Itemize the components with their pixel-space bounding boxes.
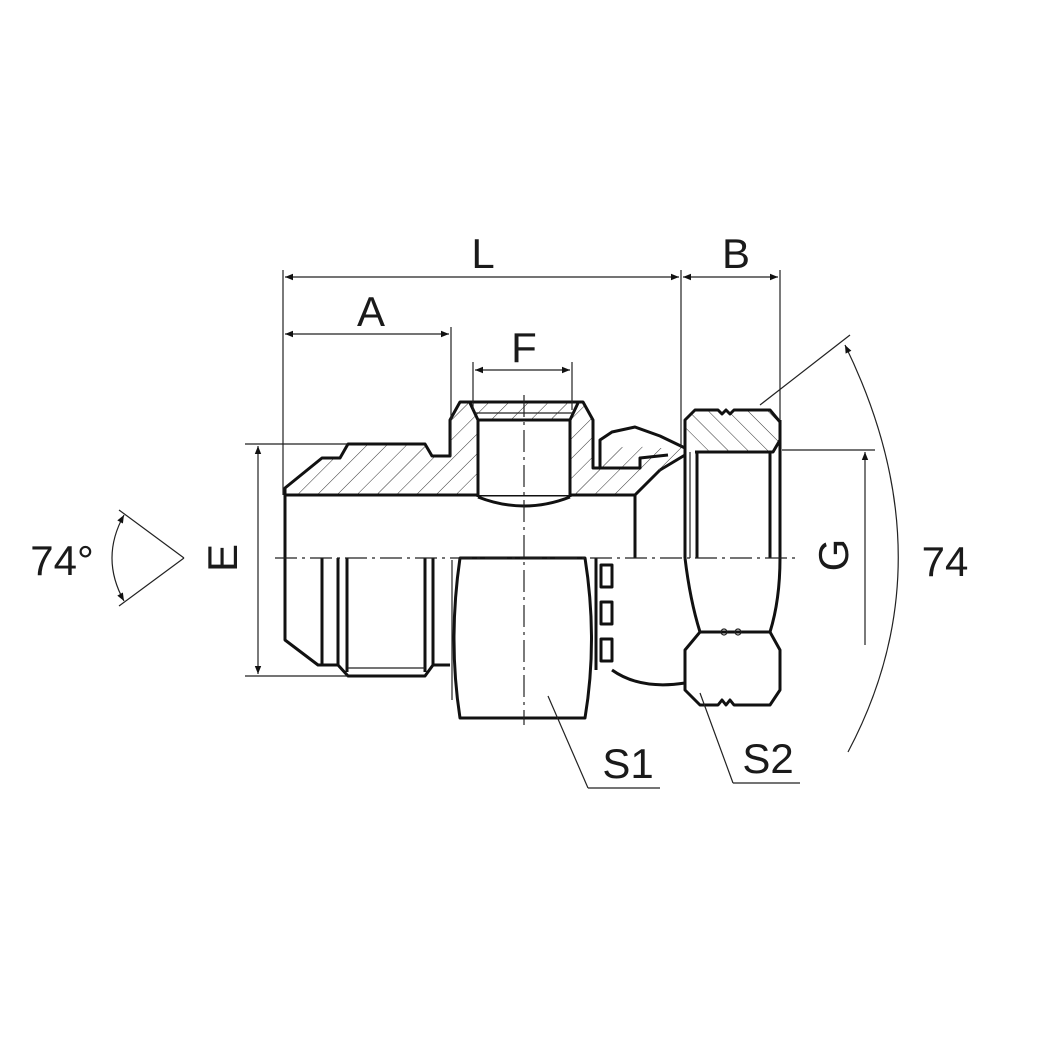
svg-text:L: L (471, 230, 494, 277)
flare-angle-74: 74° (30, 509, 185, 607)
dimension-B: B (683, 230, 781, 420)
body-section (283, 400, 686, 640)
svg-text:74°: 74° (30, 537, 94, 584)
leader-S1: S1 (547, 695, 660, 789)
svg-text:B: B (722, 230, 750, 277)
leader-S2: S2 (699, 692, 800, 784)
svg-text:S2: S2 (742, 735, 793, 782)
svg-text:F: F (511, 324, 537, 371)
nut-angle-74: 74 (759, 334, 969, 753)
svg-text:74: 74 (922, 538, 969, 585)
dimension-F: F (472, 324, 573, 410)
svg-text:G: G (810, 539, 857, 572)
svg-text:A: A (357, 288, 385, 335)
dimension-A: A (285, 288, 452, 456)
svg-text:E: E (199, 544, 246, 572)
dimension-G: G (782, 449, 875, 645)
nut-section (683, 408, 782, 558)
external-view (283, 556, 782, 720)
dimension-L: L (282, 230, 682, 495)
dimension-E: E (199, 443, 348, 677)
svg-text:S1: S1 (602, 740, 653, 787)
